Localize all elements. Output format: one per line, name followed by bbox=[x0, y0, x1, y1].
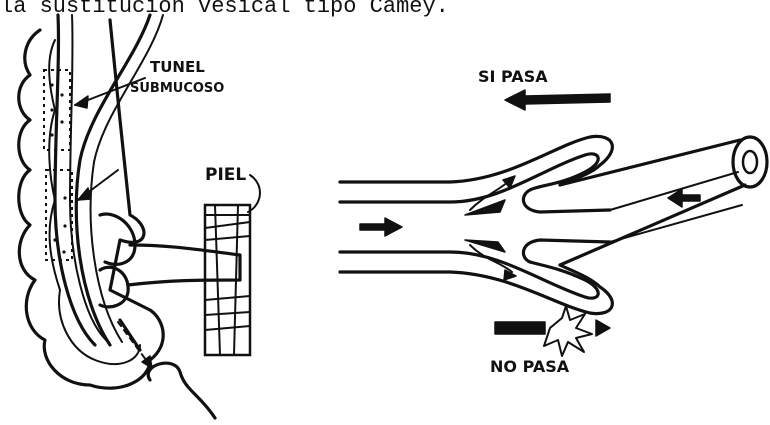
stoma-conduit bbox=[128, 245, 240, 285]
stoma-lumen bbox=[743, 151, 757, 173]
label-si-pasa: SI PASA bbox=[478, 67, 548, 86]
arrowhead-icon bbox=[78, 188, 91, 200]
left-figure: TUNEL SUBMUCOSO PIEL bbox=[19, 15, 260, 418]
valve-dark-wedge-top bbox=[465, 200, 505, 215]
label-piel: PIEL bbox=[205, 165, 246, 185]
label-no-pasa: NO PASA bbox=[490, 357, 570, 376]
right-figure: SI PASA NO PASA bbox=[340, 67, 767, 376]
no-pasa-arrowhead-icon bbox=[596, 320, 610, 336]
valve-lip-top bbox=[523, 190, 610, 212]
burst-icon bbox=[544, 306, 592, 356]
tube-inner-wall-top bbox=[340, 154, 598, 202]
arrowhead-icon bbox=[75, 96, 88, 108]
stoma-end bbox=[733, 137, 767, 187]
efferent-tube-inner bbox=[610, 172, 742, 242]
inflow-arrow-icon bbox=[360, 218, 402, 236]
tube-outer-wall-bottom bbox=[340, 265, 612, 314]
efferent-tube bbox=[560, 140, 745, 265]
no-pasa-arrow-icon bbox=[495, 322, 545, 334]
valve-lip-bottom bbox=[523, 240, 610, 262]
si-pasa-arrow-icon bbox=[505, 90, 610, 110]
catheter-tail bbox=[120, 320, 215, 418]
label-tunel: TUNEL bbox=[150, 58, 205, 76]
label-submucoso: SUBMUCOSO bbox=[130, 81, 224, 96]
